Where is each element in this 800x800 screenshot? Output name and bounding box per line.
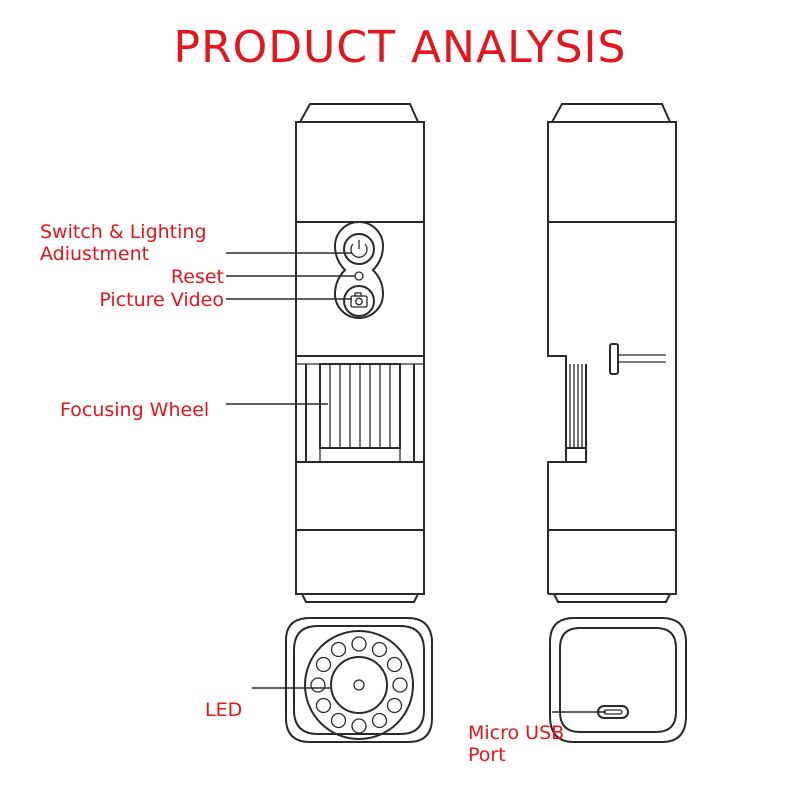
power-icon[interactable]	[343, 233, 375, 265]
led-light	[351, 718, 367, 734]
led-light	[371, 712, 388, 729]
page-title: PRODUCT ANALYSIS	[173, 22, 627, 73]
led-light	[371, 641, 388, 658]
switch-slider	[609, 343, 666, 375]
button-panel	[333, 221, 385, 319]
led-light	[330, 712, 347, 729]
reset-label: Reset	[170, 266, 224, 288]
led-light	[315, 656, 332, 673]
led-light	[310, 677, 326, 693]
led-label: LED	[205, 699, 243, 721]
led-light	[392, 677, 408, 693]
led-light	[330, 641, 347, 658]
micro-usb-label: Micro USB Port	[468, 722, 565, 766]
bottom-view-usb	[549, 617, 687, 743]
side-view	[547, 103, 677, 603]
led-light	[351, 636, 367, 652]
switch-lighting-label: Switch & Lighting Adiustment	[40, 221, 230, 265]
picture-video-label: Picture Video	[99, 289, 224, 311]
leader-lines	[226, 252, 606, 713]
led-light	[386, 656, 403, 673]
switch-lighting-text: Switch & Lighting Adiustment	[40, 221, 207, 265]
camera-icon[interactable]	[343, 285, 375, 317]
led-light	[386, 697, 403, 714]
front-view	[295, 103, 425, 603]
reset-pinhole[interactable]	[354, 271, 364, 281]
focusing-wheel-side	[566, 364, 587, 463]
focusing-wheel-label: Focusing Wheel	[60, 399, 210, 421]
bottom-view-led	[285, 617, 433, 743]
led-ring	[310, 636, 408, 734]
focusing-wheel[interactable]	[319, 363, 401, 462]
led-light	[315, 697, 332, 714]
